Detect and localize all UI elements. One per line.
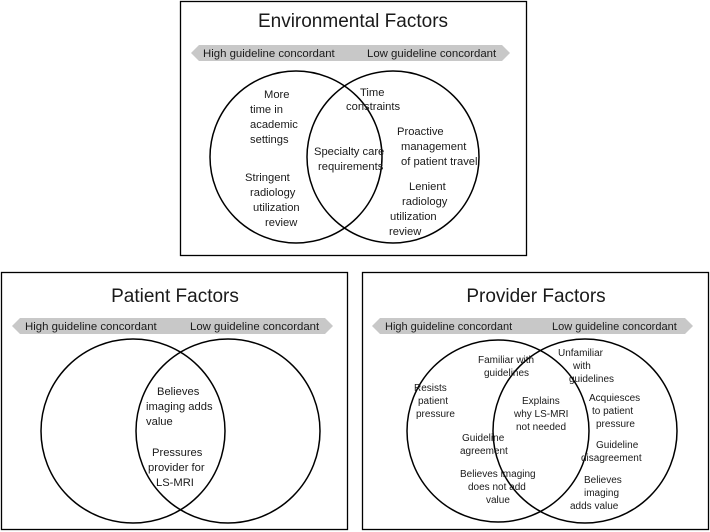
prov-left-line: Resists	[414, 383, 447, 394]
prov-right-line: with	[572, 361, 591, 372]
prov-left-line: Familiar with	[478, 355, 534, 366]
environmental-left-labels: More time in academic settings Stringent…	[245, 89, 300, 229]
patient-arrow-right-label: Low guideline concordant	[190, 321, 320, 333]
env-right-line: constraints	[346, 101, 401, 113]
patient-title: Patient Factors	[111, 286, 239, 307]
prov-right-line: Believes	[584, 475, 622, 486]
prov-right-line: adds value	[570, 501, 619, 512]
prov-right-line: disagreement	[581, 453, 642, 464]
patient-arrow: High guideline concordant Low guideline …	[12, 318, 333, 334]
provider-right-circle	[492, 338, 678, 524]
double-arrow-shape	[12, 318, 333, 334]
environmental-right-circle	[306, 70, 480, 244]
prov-overlap-line: Explains	[522, 396, 560, 407]
prov-left-line: pressure	[416, 409, 455, 420]
prov-overlap-line: why LS-MRI	[513, 409, 568, 420]
patient-arrow-left-label: High guideline concordant	[25, 321, 158, 333]
env-right-line: Lenient	[409, 181, 447, 193]
env-left-line: time in	[250, 104, 283, 116]
env-left-line: utilization	[253, 202, 300, 214]
environmental-title: Environmental Factors	[258, 11, 448, 32]
patient-overlap-line: value	[146, 416, 173, 428]
patient-factors-panel: Patient Factors High guideline concordan…	[0, 271, 349, 531]
patient-overlap-line: LS-MRI	[156, 477, 194, 489]
env-right-line: review	[389, 226, 422, 238]
prov-left-line: Believes imaging	[460, 469, 536, 480]
provider-overlap-labels: Explains why LS-MRI not needed	[513, 396, 568, 433]
prov-overlap-line: not needed	[516, 422, 566, 433]
env-overlap-line: Specialty care	[314, 146, 384, 158]
prov-left-line: patient	[418, 396, 448, 407]
provider-title: Provider Factors	[466, 286, 605, 307]
double-arrow-shape	[191, 45, 510, 61]
env-left-line: Stringent	[245, 172, 291, 184]
env-right-line: utilization	[390, 211, 437, 223]
env-right-line: Time	[360, 87, 384, 99]
provider-arrow-left-label: High guideline concordant	[385, 321, 512, 333]
patient-overlap-line: imaging adds	[146, 401, 213, 413]
patient-overlap-labels: Believes imaging adds value Pressures pr…	[146, 386, 213, 489]
patient-overlap-line: Believes	[157, 386, 200, 398]
patient-left-circle	[40, 338, 226, 524]
prov-left-line: Guideline	[462, 433, 505, 444]
provider-factors-panel: Provider Factors High guideline concorda…	[361, 271, 710, 531]
provider-panel-border	[361, 271, 710, 531]
env-left-line: radiology	[250, 187, 296, 199]
prov-right-line: guidelines	[569, 374, 614, 385]
prov-left-line: value	[486, 495, 510, 506]
prov-left-line: does not add	[468, 482, 526, 493]
environmental-arrow-right-label: Low guideline concordant	[367, 48, 497, 60]
environmental-arrow: High guideline concordant Low guideline …	[191, 45, 510, 61]
environmental-factors-panel: Environmental Factors High guideline con…	[179, 0, 528, 257]
prov-left-line: agreement	[460, 446, 508, 457]
patient-overlap-line: Pressures	[152, 447, 203, 459]
provider-arrow: High guideline concordant Low guideline …	[372, 318, 693, 334]
env-left-line: More	[264, 89, 290, 101]
prov-left-line: guidelines	[484, 368, 529, 379]
prov-right-line: Guideline	[596, 440, 639, 451]
prov-right-line: to patient	[592, 406, 633, 417]
patient-overlap-line: provider for	[148, 462, 205, 474]
prov-right-line: Acquiesces	[589, 393, 640, 404]
env-right-line: of patient travel	[401, 156, 478, 168]
prov-right-line: imaging	[584, 488, 619, 499]
env-right-line: management	[401, 141, 467, 153]
provider-right-labels: Unfamiliar with guidelines Acquiesces to…	[558, 348, 642, 512]
environmental-panel-border	[179, 0, 528, 257]
env-overlap-line: requirements	[318, 161, 384, 173]
env-left-line: review	[265, 217, 298, 229]
env-right-line: Proactive	[397, 126, 444, 138]
environmental-overlap-labels: Specialty care requirements	[314, 146, 384, 173]
env-left-line: academic	[250, 119, 298, 131]
provider-left-labels: Familiar with guidelines Resists patient…	[414, 355, 536, 506]
env-left-line: settings	[250, 134, 289, 146]
environmental-arrow-left-label: High guideline concordant	[203, 48, 336, 60]
patient-right-circle	[135, 338, 321, 524]
provider-left-circle	[406, 339, 590, 523]
environmental-left-circle	[209, 70, 383, 244]
double-arrow-shape	[372, 318, 693, 334]
environmental-right-labels: Time constraints Proactive management of…	[346, 87, 478, 238]
prov-right-line: Unfamiliar	[558, 348, 604, 359]
prov-right-line: pressure	[596, 419, 635, 430]
env-right-line: radiology	[402, 196, 448, 208]
provider-arrow-right-label: Low guideline concordant	[552, 321, 677, 333]
